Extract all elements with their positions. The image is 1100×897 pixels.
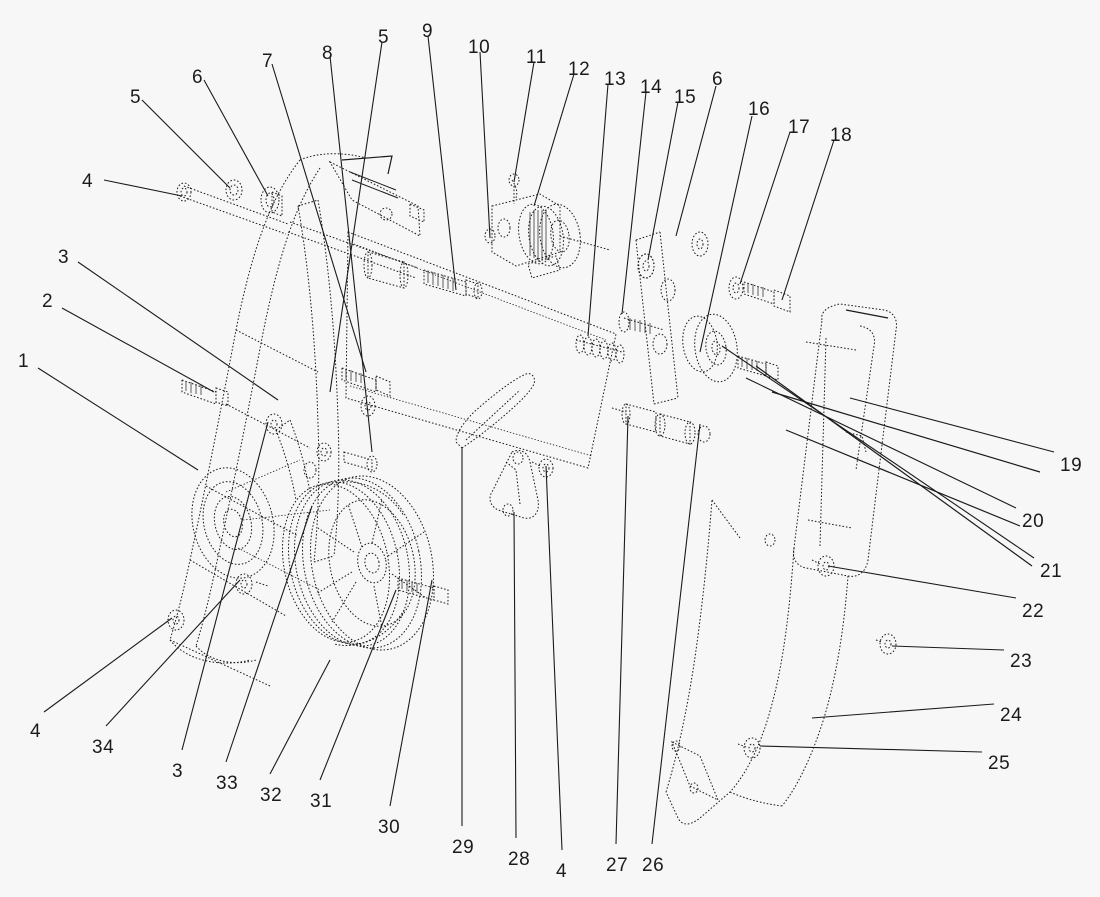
leader-line-24 [811, 703, 995, 719]
leader-line-9 [427, 35, 457, 291]
leader-line-10 [479, 51, 491, 239]
callout-number-c29: 29 [452, 837, 475, 858]
callout-number-c18: 18 [830, 125, 853, 146]
leader-line-25 [759, 745, 983, 753]
callout-number-c21: 21 [1040, 561, 1063, 582]
callout-number-c3a: 3 [58, 247, 70, 268]
callout-number-c12: 12 [568, 59, 591, 80]
callout-leader-lines [37, 35, 1055, 851]
leader-line-5 [141, 99, 231, 189]
leader-line-6 [203, 79, 269, 197]
callout-number-c27: 27 [606, 855, 629, 876]
callout-number-c14: 14 [640, 77, 663, 98]
callout-number-c9: 9 [422, 21, 434, 42]
cover-fasteners [737, 533, 897, 759]
callout-number-c33: 33 [216, 773, 239, 794]
callout-number-c8: 8 [322, 43, 334, 64]
leader-line-22 [827, 565, 1017, 599]
leader-line-7 [271, 63, 367, 373]
leader-line-30 [389, 579, 433, 807]
callout-number-c26: 26 [642, 855, 665, 876]
callout-number-c4d: 4 [556, 861, 568, 882]
callout-number-c5b: 5 [378, 27, 390, 48]
callout-number-c1: 1 [18, 351, 30, 372]
callout-number-c16: 16 [748, 99, 771, 120]
leader-line-20 [745, 377, 1017, 509]
callout-number-c28: 28 [508, 849, 531, 870]
callout-number-c13: 13 [604, 69, 627, 90]
belt-cover-housing [665, 303, 1041, 825]
leader-line-4 [43, 617, 173, 713]
center-frame-panel [275, 155, 617, 563]
leader-line-32 [269, 659, 331, 775]
gearbox-bearing-housing [484, 173, 611, 279]
leader-line-4 [545, 465, 563, 851]
leader-line-14 [621, 91, 647, 315]
leader-line-16 [699, 115, 753, 353]
left-housing-plate [169, 153, 367, 687]
callout-number-c15: 15 [674, 87, 697, 108]
mid-fasteners [167, 367, 391, 631]
callout-number-c22: 22 [1022, 601, 1045, 622]
leader-line-31 [319, 589, 397, 781]
leader-line-17 [739, 131, 791, 285]
callout-number-c20: 20 [1022, 511, 1045, 532]
leader-line-21 [721, 345, 1035, 559]
leader-line-4 [103, 179, 183, 197]
callout-number-c24: 24 [1000, 705, 1023, 726]
leader-line-1 [37, 367, 199, 471]
drive-shaft-assembly [363, 251, 483, 300]
leader-line-28 [513, 511, 517, 839]
leader-line-18 [781, 139, 835, 301]
leader-line-2 [61, 307, 215, 393]
leader-line-12 [533, 73, 575, 207]
callout-number-c19: 19 [1060, 455, 1083, 476]
top-shaft-fasteners [176, 179, 419, 279]
callout-number-c5a: 5 [130, 87, 142, 108]
callout-number-c32: 32 [260, 785, 283, 806]
callout-number-c23: 23 [1010, 651, 1033, 672]
leader-line-15 [647, 101, 679, 261]
callout-number-c6a: 6 [192, 67, 204, 88]
leader-line-5 [329, 41, 383, 393]
leader-line-11 [513, 61, 535, 183]
callout-number-c2: 2 [42, 291, 54, 312]
callout-number-c30: 30 [378, 817, 401, 838]
callout-number-c17: 17 [788, 117, 811, 138]
leader-line-3 [181, 421, 269, 751]
leader-line-23 [891, 645, 1005, 651]
callout-number-c7: 7 [262, 51, 274, 72]
callout-number-c10: 10 [468, 37, 491, 58]
leader-line-6 [675, 85, 717, 237]
callout-number-c31: 31 [310, 791, 333, 812]
callout-number-c3b: 3 [172, 761, 184, 782]
callout-number-c6b: 6 [712, 69, 724, 90]
idler-pulley [618, 231, 791, 383]
extension-spring [575, 334, 625, 364]
callout-number-c34: 34 [92, 737, 115, 758]
idler-mount-plate [575, 231, 711, 445]
leader-line-27 [615, 415, 629, 845]
support-bracket [455, 373, 554, 519]
leader-line-34 [105, 579, 241, 727]
leader-line-13 [587, 83, 609, 337]
leader-line-26 [651, 423, 701, 845]
callout-number-c25: 25 [988, 753, 1011, 774]
leader-line-33 [225, 505, 313, 763]
callout-number-c4a: 4 [82, 171, 94, 192]
callout-number-c11: 11 [526, 47, 547, 68]
leader-line-19 [849, 397, 1055, 453]
leader-line-3 [77, 261, 279, 401]
callout-number-c4b: 4 [30, 721, 42, 742]
